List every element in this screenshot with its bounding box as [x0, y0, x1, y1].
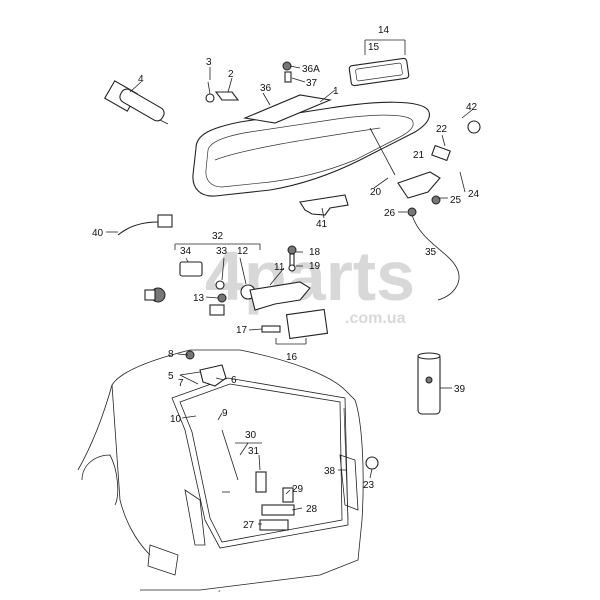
label-36a: 36A [302, 64, 320, 75]
handle-11 [249, 281, 311, 311]
label-36: 36 [260, 83, 272, 94]
label-38: 38 [324, 466, 336, 477]
label-26: 26 [384, 208, 396, 219]
label-24: 24 [468, 189, 480, 200]
label-10: 10 [170, 414, 182, 425]
cable-35 [411, 214, 460, 301]
rod-20 [369, 127, 396, 176]
label-20: 20 [370, 187, 382, 198]
label-13: 13 [193, 293, 205, 304]
label-32: 32 [212, 231, 224, 242]
leader-lines [106, 39, 473, 525]
label-5: 5 [168, 371, 174, 382]
label-35: 35 [425, 247, 437, 258]
label-28: 28 [306, 504, 318, 515]
clip-2 [205, 81, 240, 103]
brake-light-14 [348, 57, 410, 87]
plate-36 [243, 94, 332, 124]
hinge-5 [199, 364, 227, 387]
label-18: 18 [309, 247, 321, 258]
label-12: 12 [237, 246, 249, 257]
watermark-main: 4parts [205, 237, 415, 315]
label-19: 19 [309, 261, 321, 272]
strut-30 [221, 429, 267, 493]
label-41: 41 [316, 219, 328, 230]
cable-40 [117, 214, 173, 236]
label-40: 40 [92, 228, 104, 239]
label-31: 31 [248, 446, 260, 457]
can-39 [417, 352, 441, 415]
label-7: 7 [178, 378, 184, 389]
label-3: 3 [206, 57, 212, 68]
label-8: 8 [168, 349, 174, 360]
seal-38 [343, 407, 349, 521]
label-17: 17 [236, 325, 248, 336]
label-9: 9 [222, 408, 228, 419]
label-2: 2 [228, 69, 234, 80]
tailgate-panel [192, 101, 431, 197]
label-11: 11 [274, 262, 285, 273]
label-4: 4 [138, 74, 144, 85]
part-21 [431, 144, 451, 162]
screw-18 [287, 245, 297, 272]
bracket-41 [299, 194, 349, 216]
label-25: 25 [450, 195, 462, 206]
label-33: 33 [216, 246, 228, 257]
label-30: 30 [245, 430, 257, 441]
strut-4 [103, 80, 169, 125]
car-body [77, 349, 364, 591]
label-6: 6 [231, 375, 237, 386]
label-34: 34 [180, 246, 192, 257]
label-23: 23 [363, 480, 375, 491]
label-16: 16 [286, 352, 298, 363]
cap-23 [365, 456, 379, 470]
label-42: 42 [466, 102, 478, 113]
screw-36a [282, 61, 292, 83]
grommet-42 [467, 120, 481, 134]
label-29: 29 [292, 484, 304, 495]
label-1: 1 [333, 86, 339, 97]
label-22: 22 [436, 124, 448, 135]
label-14: 14 [378, 25, 390, 36]
label-21: 21 [413, 150, 425, 161]
label-27: 27 [243, 520, 255, 531]
label-39: 39 [454, 384, 466, 395]
label-37: 37 [306, 78, 318, 89]
hinge-24 [397, 171, 441, 217]
label-15: 15 [368, 42, 380, 53]
lock-cylinder-34 [144, 261, 256, 316]
part-labels: 1 2 3 4 5 6 7 8 9 10 11 12 13 14 15 16 1… [92, 25, 480, 600]
watermark-sub: .com.ua [345, 310, 406, 327]
footer-mark: ´ [218, 589, 221, 600]
latch-28 [259, 487, 295, 531]
